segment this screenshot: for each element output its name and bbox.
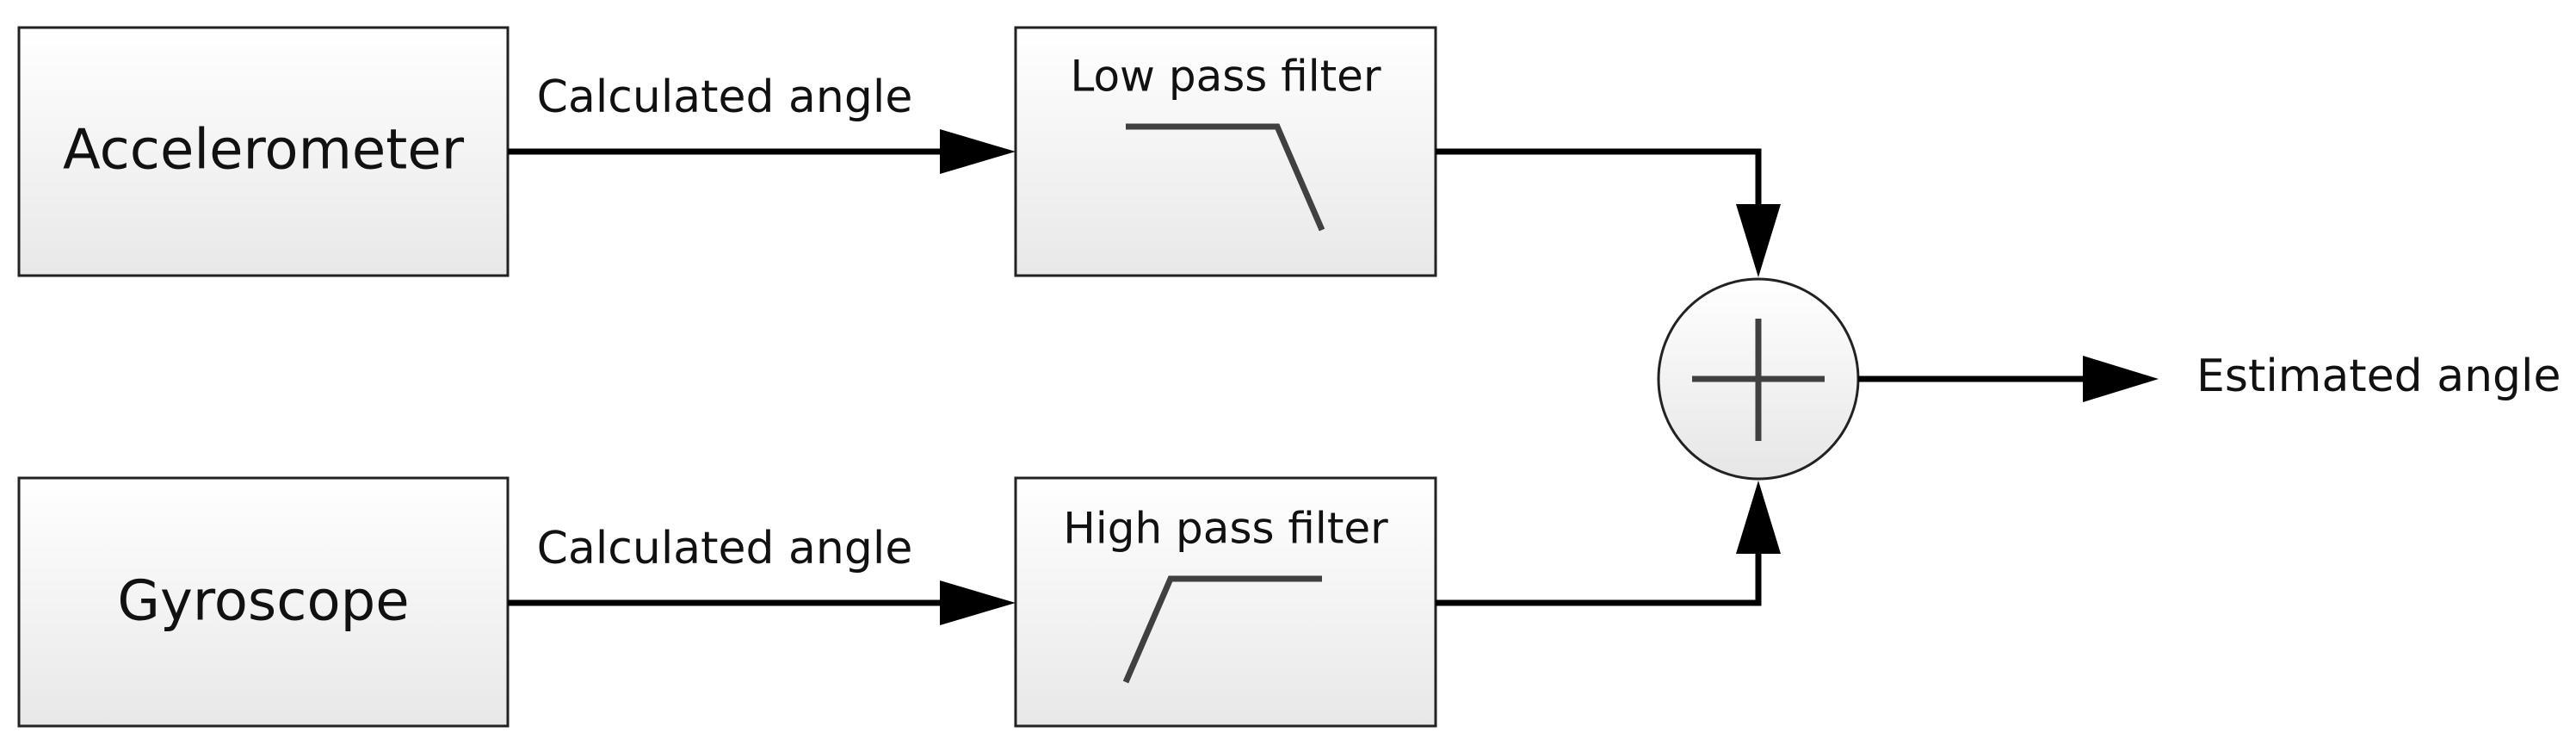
- accel-to-lpf-label: Calculated angle: [537, 71, 913, 123]
- gyro-to-hpf-connector: Calculated angle: [508, 523, 1016, 625]
- high-pass-filter-block: High pass filter: [1014, 476, 1437, 728]
- low-pass-response-icon: [1126, 123, 1325, 232]
- accelerometer-block: Accelerometer: [17, 26, 510, 277]
- accel-to-lpf-arrowhead: [940, 129, 1016, 174]
- accelerometer-box: [17, 26, 510, 277]
- gyro-to-hpf-label: Calculated angle: [537, 523, 913, 574]
- hpf-to-sum-connector: [1436, 481, 1781, 606]
- high-pass-filter-label: High pass filter: [1063, 504, 1388, 554]
- low-pass-filter-block: Low pass filter: [1014, 26, 1437, 277]
- gyroscope-box: [17, 476, 510, 728]
- low-pass-filter-box: [1014, 26, 1437, 277]
- lpf-to-sum-connector: [1436, 148, 1781, 277]
- summing-junction: [1657, 277, 1860, 481]
- accelerometer-label: Accelerometer: [63, 119, 465, 183]
- high-pass-response-icon: [1122, 575, 1322, 684]
- gyro-to-hpf-arrowhead: [940, 580, 1016, 625]
- low-pass-filter-label: Low pass filter: [1070, 52, 1381, 102]
- hpf-to-sum-arrowhead: [1736, 481, 1781, 554]
- accel-to-lpf-connector: Calculated angle: [508, 71, 1016, 174]
- lpf-to-sum-arrowhead: [1736, 204, 1781, 277]
- estimated-angle-label: Estimated angle: [2196, 351, 2561, 402]
- sum-output-connector: Estimated angle: [1858, 351, 2561, 402]
- sum-output-arrowhead: [2083, 356, 2159, 402]
- hpf-to-sum-wire: [1436, 547, 1762, 606]
- gyroscope-label: Gyroscope: [117, 570, 409, 634]
- gyroscope-block: Gyroscope: [17, 476, 510, 728]
- lpf-to-sum-wire: [1436, 148, 1762, 211]
